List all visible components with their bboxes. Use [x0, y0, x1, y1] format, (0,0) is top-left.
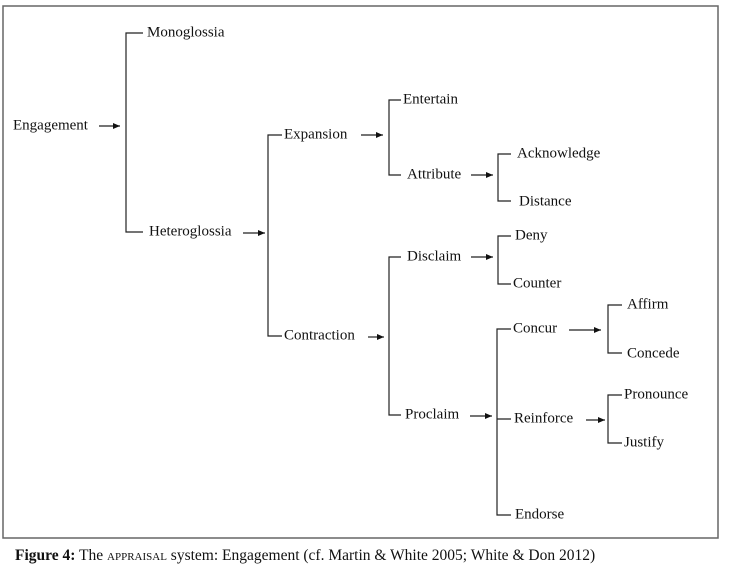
node-pronounce: Pronounce	[624, 386, 688, 402]
node-contraction: Contraction	[284, 327, 355, 343]
node-proclaim: Proclaim	[405, 406, 459, 422]
node-disclaim: Disclaim	[407, 248, 461, 264]
caption-label: Figure 4:	[15, 547, 76, 564]
bracket-expansion	[388, 99, 401, 176]
node-concede: Concede	[627, 345, 680, 361]
caption-pre: The	[79, 547, 108, 564]
bracket-heteroglossia	[267, 134, 282, 337]
bracket-proclaim	[496, 328, 511, 516]
bracket-reinforce	[607, 394, 622, 444]
node-affirm: Affirm	[627, 296, 669, 312]
bracket-concur	[607, 304, 622, 354]
node-deny: Deny	[515, 227, 548, 243]
node-concur: Concur	[513, 320, 557, 336]
node-attribute: Attribute	[407, 166, 461, 182]
caption-post: system: Engagement (cf. Martin & White 2…	[166, 547, 596, 564]
bracket-engagement	[125, 32, 143, 233]
node-reinforce: Reinforce	[514, 410, 573, 426]
node-monoglossia: Monoglossia	[147, 24, 225, 40]
node-distance: Distance	[519, 193, 572, 209]
figure-caption: Figure 4: The appraisal system: Engageme…	[15, 547, 595, 565]
node-acknowledge: Acknowledge	[517, 145, 601, 161]
node-endorse: Endorse	[515, 506, 564, 522]
node-counter: Counter	[513, 275, 561, 291]
figure-frame	[2, 5, 719, 539]
node-heteroglossia: Heteroglossia	[149, 223, 232, 239]
caption-appraisal: appraisal	[107, 547, 167, 564]
bracket-contraction	[388, 256, 401, 416]
bracket-disclaim	[497, 235, 511, 285]
node-entertain: Entertain	[403, 91, 458, 107]
node-engagement: Engagement	[13, 117, 89, 133]
bracket-attribute	[497, 153, 511, 202]
node-expansion: Expansion	[284, 126, 348, 142]
node-justify: Justify	[624, 434, 665, 450]
